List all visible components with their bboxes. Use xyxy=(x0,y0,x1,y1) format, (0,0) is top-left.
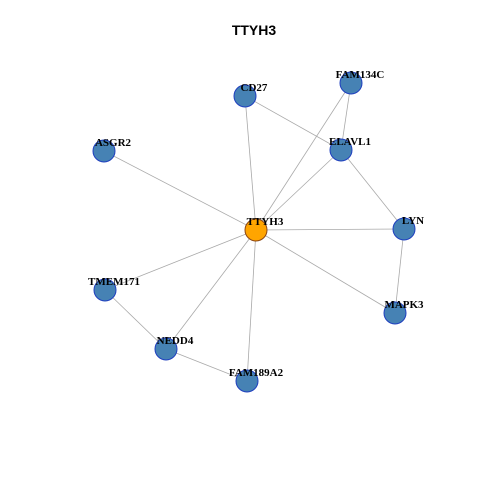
node-label-elavl1: ELAVL1 xyxy=(329,136,371,148)
edge-cd27-elavl1 xyxy=(244,95,342,151)
node-cd27 xyxy=(233,84,257,108)
node-tmem171 xyxy=(93,278,117,302)
edge-elavl1-lyn xyxy=(340,149,405,230)
edge-tmem171-nedd4 xyxy=(104,289,167,350)
edge-ttyh3-nedd4 xyxy=(165,229,257,350)
node-fam134c xyxy=(339,71,363,95)
node-mapk3 xyxy=(383,301,407,325)
node-label-mapk3: MAPK3 xyxy=(384,299,424,311)
edge-ttyh3-tmem171 xyxy=(104,229,257,291)
node-lyn xyxy=(392,217,416,241)
node-ttyh3 xyxy=(244,218,268,242)
edge-lyn-mapk3 xyxy=(394,228,405,314)
edge-ttyh3-lyn xyxy=(255,228,405,231)
edge-ttyh3-fam134c xyxy=(255,82,352,231)
edge-ttyh3-mapk3 xyxy=(255,229,396,314)
edge-ttyh3-cd27 xyxy=(244,95,257,231)
node-fam189a2 xyxy=(235,369,259,393)
node-label-nedd4: NEDD4 xyxy=(157,335,194,347)
node-label-fam189a2: FAM189A2 xyxy=(229,367,284,379)
node-elavl1 xyxy=(329,138,353,162)
edge-ttyh3-elavl1 xyxy=(255,149,342,231)
edge-ttyh3-asgr2 xyxy=(103,150,257,231)
node-asgr2 xyxy=(92,139,116,163)
graph-title: TTYH3 xyxy=(232,22,277,38)
node-label-cd27: CD27 xyxy=(241,82,268,94)
edge-ttyh3-fam189a2 xyxy=(246,229,257,382)
node-nedd4 xyxy=(154,337,178,361)
node-layer xyxy=(92,71,416,393)
node-label-fam134c: FAM134C xyxy=(336,69,385,81)
node-label-ttyh3: TTYH3 xyxy=(247,216,284,228)
node-label-lyn: LYN xyxy=(402,215,424,227)
node-label-asgr2: ASGR2 xyxy=(95,137,132,149)
node-label-tmem171: TMEM171 xyxy=(88,276,140,288)
edge-nedd4-fam189a2 xyxy=(165,348,248,382)
